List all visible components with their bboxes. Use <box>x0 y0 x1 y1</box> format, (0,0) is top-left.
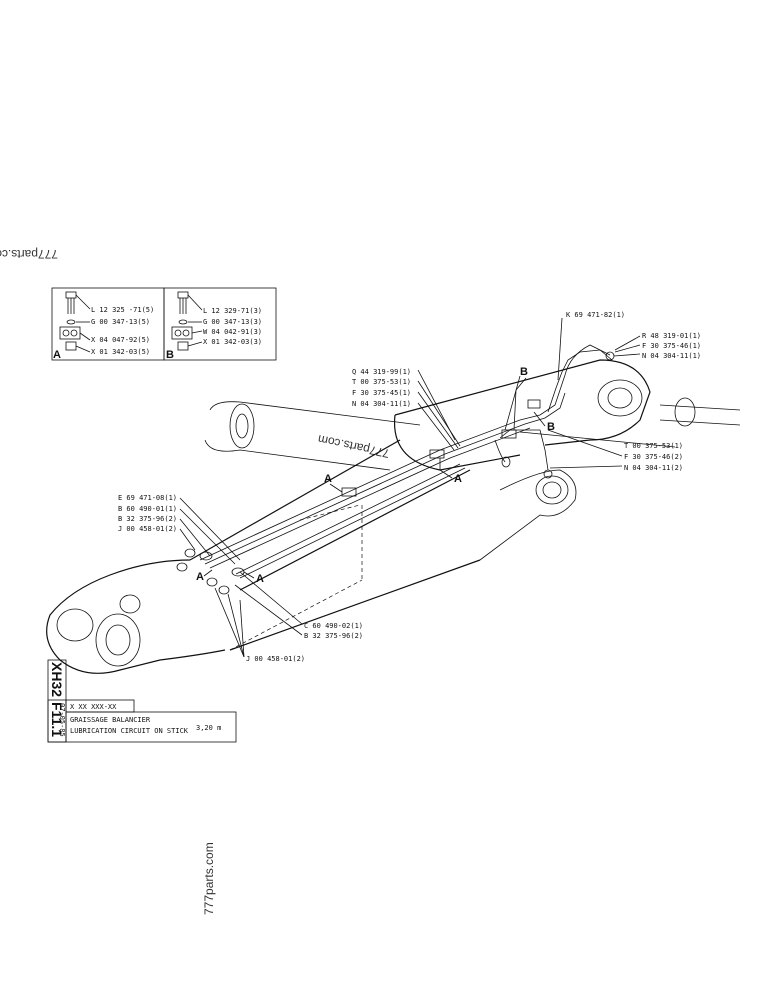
callout-label: B 60 490-01(1) <box>118 505 177 513</box>
sheet-code: F11.1 <box>49 702 65 737</box>
callouts: K 69 471-82(1) R 48 319-01(1) F 30 375-4… <box>118 311 701 663</box>
detail-letter: A <box>53 349 61 361</box>
title-block: XH32 F11.1 07-05-85 X XX XXX-XX GRAISSAG… <box>47 659 237 743</box>
clamp-icon <box>171 326 193 340</box>
model-code: XH32 <box>49 662 65 697</box>
callout-label: T 00 375-53(1) <box>624 442 683 450</box>
marker-a: A <box>454 473 462 485</box>
washer-icon <box>66 319 76 325</box>
part-label: X 01 342-03(5) <box>91 348 150 356</box>
marker-a: A <box>324 473 332 485</box>
part-label: L 12 329-71(3) <box>203 307 262 315</box>
stick-drawing <box>46 359 741 674</box>
callout-label: C 60 490-02(1) <box>304 622 363 630</box>
watermark-bottom: 777parts.com <box>202 842 216 915</box>
callout-label: N 04 304-11(2) <box>624 464 683 472</box>
callout-label: F 30 375-46(1) <box>642 342 701 350</box>
part-label: G 00 347-13(5) <box>91 318 150 326</box>
part-label: X 01 342-03(3) <box>203 338 262 346</box>
bolt-icon <box>177 291 189 314</box>
clamp-icon <box>59 326 81 340</box>
callout-label: J 00 458-01(2) <box>246 655 305 663</box>
callout-label: E 69 471-08(1) <box>118 494 177 502</box>
callout-label: Q 44 319-99(1) <box>352 368 411 376</box>
callout-label: N 04 304-11(1) <box>352 400 411 408</box>
watermark-center: 777parts.com <box>317 432 391 461</box>
part-label: G 00 347-13(3) <box>203 318 262 326</box>
nut-icon <box>177 341 189 351</box>
bolt-icon <box>65 291 77 314</box>
section-markers: A A A A B B <box>196 366 555 585</box>
washer-icon <box>178 319 188 325</box>
part-label: W 04 042-91(3) <box>203 328 262 336</box>
callout-label: B 32 375-96(2) <box>304 632 363 640</box>
leader-lines <box>179 317 676 658</box>
marker-b: B <box>547 421 555 433</box>
callout-label: F 30 375-46(2) <box>624 453 683 461</box>
callout-label: R 48 319-01(1) <box>642 332 701 340</box>
callout-label: B 32 375-96(2) <box>118 515 177 523</box>
callout-label: K 69 471-82(1) <box>566 311 625 319</box>
lubrication-pipes <box>176 344 615 595</box>
callout-label: F 30 375-45(1) <box>352 389 411 397</box>
part-number: X XX XXX-XX <box>70 703 117 711</box>
stick-length: 3,20 m <box>196 724 221 732</box>
title-english: LUBRICATION CIRCUIT ON STICK <box>70 727 189 735</box>
callout-label: N 04 304-11(1) <box>642 352 701 360</box>
watermark-top-left: 777parts.com <box>0 247 58 261</box>
title-french: GRAISSAGE BALANCIER <box>70 716 151 724</box>
callout-label: T 00 375-53(1) <box>352 378 411 386</box>
date-label: 07-05-85 <box>58 703 66 737</box>
nut-icon <box>65 341 77 351</box>
detail-box-a: L 12 325 -71(5) G 00 347-13(5) X 04 047-… <box>51 287 165 361</box>
part-label: X 04 047-92(5) <box>91 336 150 344</box>
detail-letter: B <box>166 349 174 361</box>
marker-b: B <box>520 366 528 378</box>
marker-a: A <box>196 571 204 583</box>
detail-box-b: L 12 329-71(3) G 00 347-13(3) W 04 042-9… <box>163 287 277 361</box>
part-label: L 12 325 -71(5) <box>91 306 154 314</box>
marker-a: A <box>256 573 264 585</box>
callout-label: J 00 458-01(2) <box>118 525 177 533</box>
